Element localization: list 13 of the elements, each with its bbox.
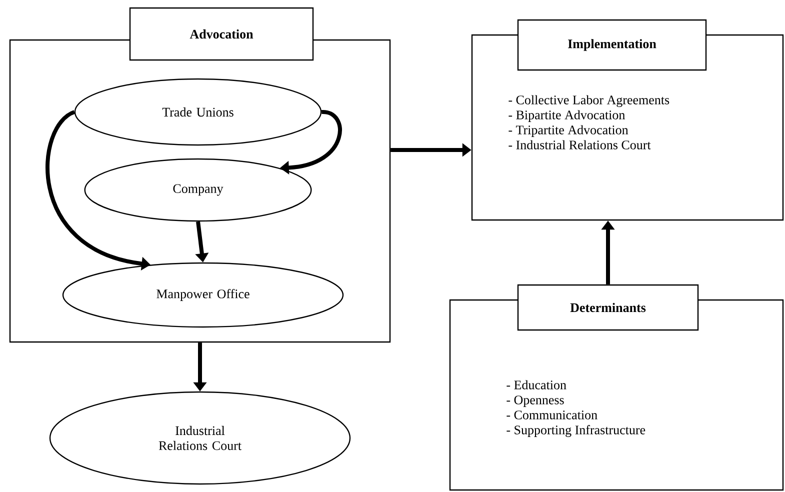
node-label: Advocation <box>190 29 254 39</box>
ellipse-node: Trade Unions <box>74 78 322 146</box>
list-item: - Collective Labor Agreements <box>508 95 670 108</box>
list-item: - Education <box>506 380 566 390</box>
list-item: - Industrial Relations Court <box>508 140 651 150</box>
list-item: - Openness <box>506 396 564 407</box>
ellipse-node: Company <box>84 158 312 222</box>
ellipse-node: Industrial Relations Court <box>49 391 351 485</box>
list-item: - Tripartite Advocation <box>508 125 628 137</box>
list-item: - Bipartite Advocation <box>508 110 625 122</box>
list-item: - Supporting Infrastructure <box>506 425 646 438</box>
list-item: - Communication <box>506 410 598 420</box>
ellipse-node: Manpower Office <box>62 262 344 328</box>
